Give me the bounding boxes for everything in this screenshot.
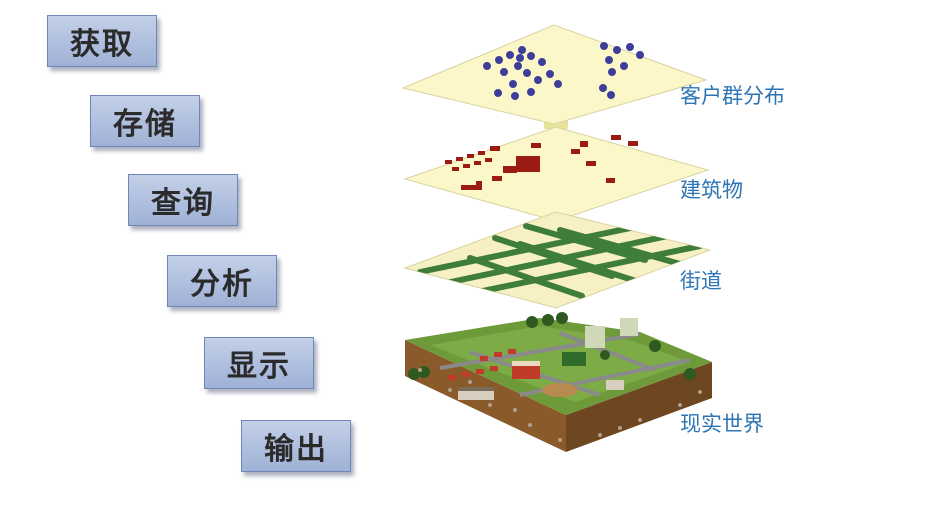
building-layer-plane: [403, 126, 710, 222]
customer-pin-icon: [483, 42, 644, 100]
customer-layer-plane: [401, 24, 708, 125]
layer-label-streets: 街道: [680, 269, 722, 293]
street-layer-plane: [403, 211, 712, 309]
layer-connector: [544, 119, 568, 129]
step-label: 显示: [227, 349, 291, 384]
step-store: 存储: [90, 95, 200, 147]
step-label: 输出: [264, 432, 328, 467]
building-footprints: [445, 135, 638, 190]
step-label: 分析: [190, 267, 254, 302]
real-world-terrain: [405, 312, 712, 452]
layer-label-real-world: 现实世界: [680, 412, 764, 436]
step-query: 查询: [128, 174, 238, 226]
step-display: 显示: [204, 337, 314, 389]
step-label: 查询: [151, 186, 215, 221]
step-analyze: 分析: [167, 255, 277, 307]
layer-label-customers: 客户群分布: [680, 84, 785, 108]
step-label: 获取: [70, 27, 134, 62]
layer-label-buildings: 建筑物: [680, 178, 743, 202]
step-acquire: 获取: [47, 15, 157, 67]
step-output: 输出: [241, 420, 351, 472]
step-label: 存储: [113, 107, 177, 142]
